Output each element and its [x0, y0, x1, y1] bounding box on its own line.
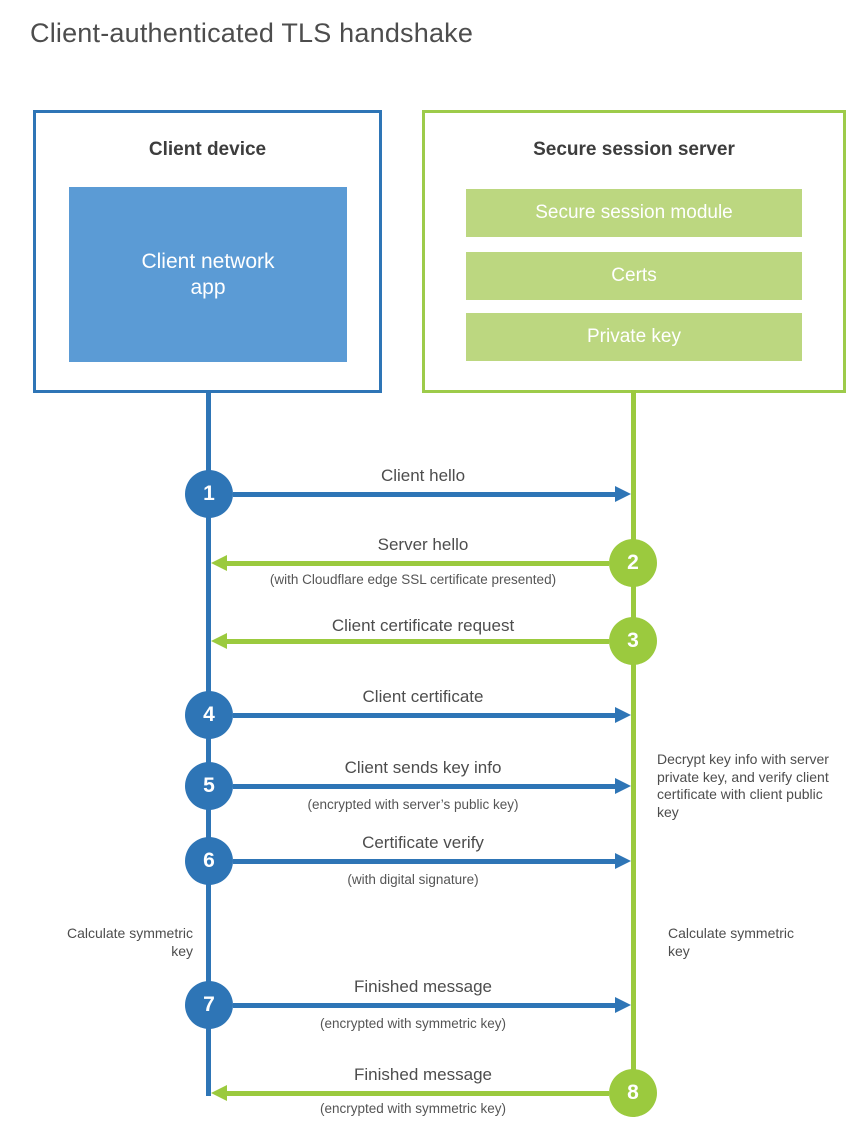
step-4-arrowhead-icon [615, 707, 631, 723]
step-2-arrow-line [227, 561, 609, 566]
step-2-badge: 2 [609, 539, 657, 587]
step-6-badge: 6 [185, 837, 233, 885]
client-device-title: Client device [148, 139, 267, 160]
calculate-symmetric-key-note-client: Calculate symmetric key [66, 925, 193, 959]
step-2-sublabel: (with Cloudflare edge SSL certificate pr… [269, 572, 557, 587]
step-5-label: Client sends key info [344, 758, 502, 777]
client-network-app-box: Client network app [69, 187, 347, 362]
step-6-sublabel: (with digital signature) [347, 872, 479, 887]
decrypt-key-note: Decrypt key info with server private key… [657, 751, 829, 820]
step-7-badge: 7 [185, 981, 233, 1029]
step-8-label: Finished message [354, 1065, 492, 1084]
step-7-label: Finished message [354, 977, 492, 996]
step-6-arrowhead-icon [615, 853, 631, 869]
step-3-label: Client certificate request [331, 616, 515, 635]
step-3-arrowhead-icon [211, 633, 227, 649]
step-3-arrow-line [227, 639, 609, 644]
step-7-arrow-line [233, 1003, 615, 1008]
client-lifeline [206, 390, 211, 1096]
step-5-arrowhead-icon [615, 778, 631, 794]
step-1-arrow-line [233, 492, 615, 497]
step-8-arrowhead-icon [211, 1085, 227, 1101]
calculate-symmetric-key-note-server: Calculate symmetric key [668, 925, 795, 959]
step-2-label: Server hello [377, 535, 469, 554]
step-2-arrowhead-icon [211, 555, 227, 571]
step-8-badge: 8 [609, 1069, 657, 1117]
page-title: Client-authenticated TLS handshake [30, 18, 474, 48]
step-3-badge: 3 [609, 617, 657, 665]
client-network-app-label: Client network app [141, 249, 275, 299]
step-5-badge: 5 [185, 762, 233, 810]
step-4-arrow-line [233, 713, 615, 718]
step-5-sublabel: (encrypted with server’s public key) [307, 797, 519, 812]
step-5-arrow-line [233, 784, 615, 789]
step-7-sublabel: (encrypted with symmetric key) [319, 1016, 507, 1031]
secure-session-server-title: Secure session server [533, 139, 735, 160]
step-1-label: Client hello [380, 466, 466, 485]
server-lifeline [631, 390, 636, 1093]
step-1-arrowhead-icon [615, 486, 631, 502]
server-module-secure-session: Secure session module [466, 189, 802, 237]
step-4-badge: 4 [185, 691, 233, 739]
step-7-arrowhead-icon [615, 997, 631, 1013]
server-module-private-key: Private key [466, 313, 802, 361]
step-1-badge: 1 [185, 470, 233, 518]
step-8-arrow-line [227, 1091, 609, 1096]
server-module-certs: Certs [466, 252, 802, 300]
step-6-label: Certificate verify [362, 833, 484, 852]
step-4-label: Client certificate [362, 687, 484, 706]
step-6-arrow-line [233, 859, 615, 864]
step-8-sublabel: (encrypted with symmetric key) [319, 1101, 507, 1116]
